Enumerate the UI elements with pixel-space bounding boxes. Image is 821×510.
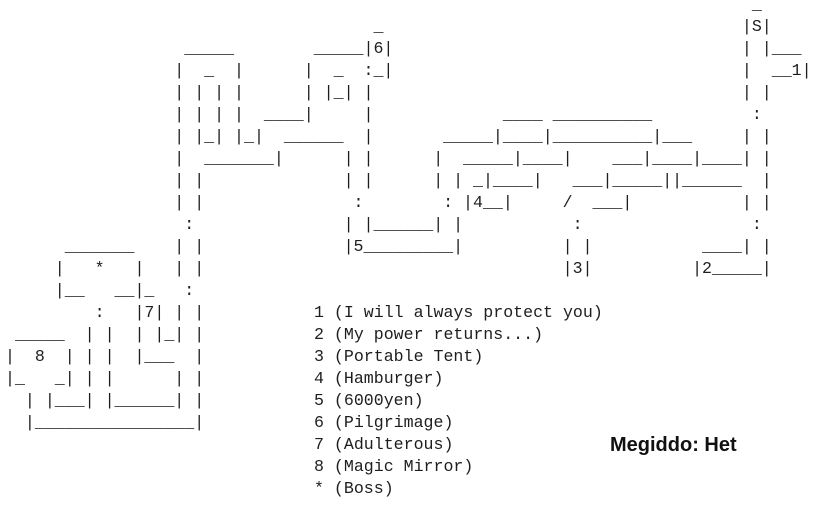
map-row: |__ __|_ : xyxy=(5,281,195,300)
map-row: : |7| | | xyxy=(5,303,205,322)
map-row: | | | | | |_| | | | xyxy=(5,83,772,102)
map-row: | |___| |______| | xyxy=(5,391,205,410)
map-row: | _ | | _ :_| | __1| xyxy=(5,61,812,80)
legend-item: 2 (My power returns...) xyxy=(314,325,544,344)
map-row: _____ _____|6| | |___ xyxy=(5,39,802,58)
map-legend: 1 (I will always protect you) 2 (My powe… xyxy=(314,302,603,500)
map-row: _ xyxy=(5,0,762,14)
map-row: | | | | | | _|____| ___|_____||______ | xyxy=(5,171,772,190)
map-row: | | | | ____| | ____ __________ : xyxy=(5,105,762,124)
map-row: | _______| | | | _____|____| ___|____|__… xyxy=(5,149,772,168)
map-row: : | |______| | : : xyxy=(5,215,762,234)
legend-item: 5 (6000yen) xyxy=(314,391,424,410)
ascii-dungeon-map: _ _ |S| _____ _____|6| | |___ | _ | | xyxy=(5,0,812,434)
legend-item: 8 (Magic Mirror) xyxy=(314,457,474,476)
map-row: | | : : |4__| / ___| | | xyxy=(5,193,772,212)
legend-item: 6 (Pilgrimage) xyxy=(314,413,454,432)
map-row: _____ | | | |_| | xyxy=(5,325,205,344)
map-row: |_ _| | | | | xyxy=(5,369,205,388)
legend-item: 1 (I will always protect you) xyxy=(314,303,603,322)
map-row: _______ | | |5_________| | | ____| | xyxy=(5,237,772,256)
legend-item: 4 (Hamburger) xyxy=(314,369,444,388)
map-title: Megiddo: Het xyxy=(610,434,737,456)
map-row-boss: | * | | | |3| |2_____| xyxy=(5,259,772,278)
legend-item: 7 (Adulterous) xyxy=(314,435,454,454)
legend-item: 3 (Portable Tent) xyxy=(314,347,484,366)
map-row: |________________| xyxy=(5,413,205,432)
map-row: | 8 | | | |___ | xyxy=(5,347,205,366)
legend-item-boss: * (Boss) xyxy=(314,479,394,498)
map-row-start: _ |S| xyxy=(5,17,772,36)
map-row: | |_| |_| ______ | _____|____|__________… xyxy=(5,127,772,146)
